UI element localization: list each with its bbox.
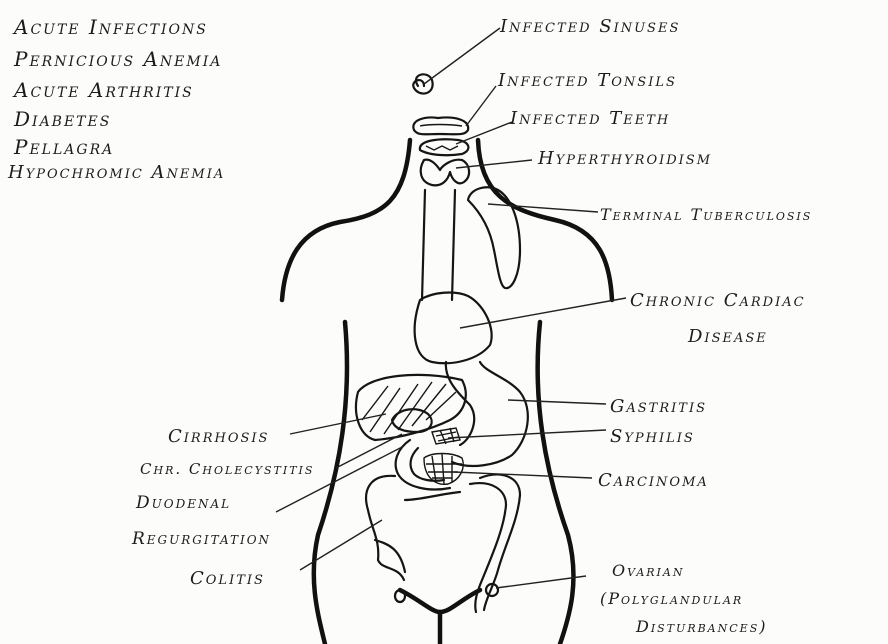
label-terminal-tuberculosis: Terminal Tuberculosis bbox=[600, 205, 812, 224]
label-infected-sinuses: Infected Sinuses bbox=[499, 16, 680, 37]
list-item: Acute Arthritis bbox=[12, 78, 194, 102]
label-gastritis: Gastritis bbox=[610, 396, 707, 417]
left-flank-outline bbox=[314, 322, 347, 644]
tonsils-organ bbox=[413, 118, 468, 135]
label-syphilis: Syphilis bbox=[610, 426, 695, 447]
thyroid-organ bbox=[421, 160, 469, 186]
list-item: Acute Infections bbox=[12, 15, 208, 39]
ovaries-organ bbox=[395, 584, 498, 602]
list-item: Diabetes bbox=[13, 107, 111, 131]
systemic-conditions-list: Acute Infections Pernicious Anemia Acute… bbox=[7, 15, 225, 183]
label-infected-tonsils: Infected Tonsils bbox=[497, 70, 677, 91]
esophagus-organ bbox=[422, 190, 455, 300]
left-shoulder-outline bbox=[282, 140, 410, 300]
label-duodenal: Duodenal bbox=[135, 493, 231, 513]
torso-outline bbox=[282, 140, 612, 644]
label-chr-cholecystitis: Chr. Cholecystitis bbox=[140, 460, 314, 478]
label-colitis: Colitis bbox=[190, 568, 265, 589]
list-item: Hypochromic Anemia bbox=[7, 162, 225, 183]
list-item: Pernicious Anemia bbox=[13, 47, 222, 71]
list-item: Pellagra bbox=[13, 135, 114, 159]
label-hyperthyroidism: Hyperthyroidism bbox=[537, 148, 712, 169]
label-ovarian: Ovarian bbox=[612, 561, 684, 580]
label-polyglandular: (Polyglandular bbox=[600, 589, 743, 608]
duodenum-organ bbox=[396, 440, 450, 489]
sinus-organ bbox=[413, 74, 432, 93]
right-flank-outline bbox=[538, 322, 574, 644]
label-carcinoma: Carcinoma bbox=[598, 470, 709, 491]
label-disease: Disease bbox=[687, 326, 768, 347]
label-disturbances: Disturbances) bbox=[635, 617, 767, 636]
label-regurgitation: Regurgitation bbox=[131, 529, 271, 549]
crotch-outline bbox=[400, 590, 480, 612]
syphilis-lesion bbox=[432, 428, 460, 444]
label-infected-teeth: Infected Teeth bbox=[509, 108, 670, 129]
label-cirrhosis: Cirrhosis bbox=[168, 426, 269, 447]
liver-organ bbox=[356, 375, 466, 440]
label-chronic-cardiac: Chronic Cardiac bbox=[630, 290, 806, 311]
lung-organ bbox=[468, 187, 520, 288]
heart-organ bbox=[415, 293, 492, 364]
